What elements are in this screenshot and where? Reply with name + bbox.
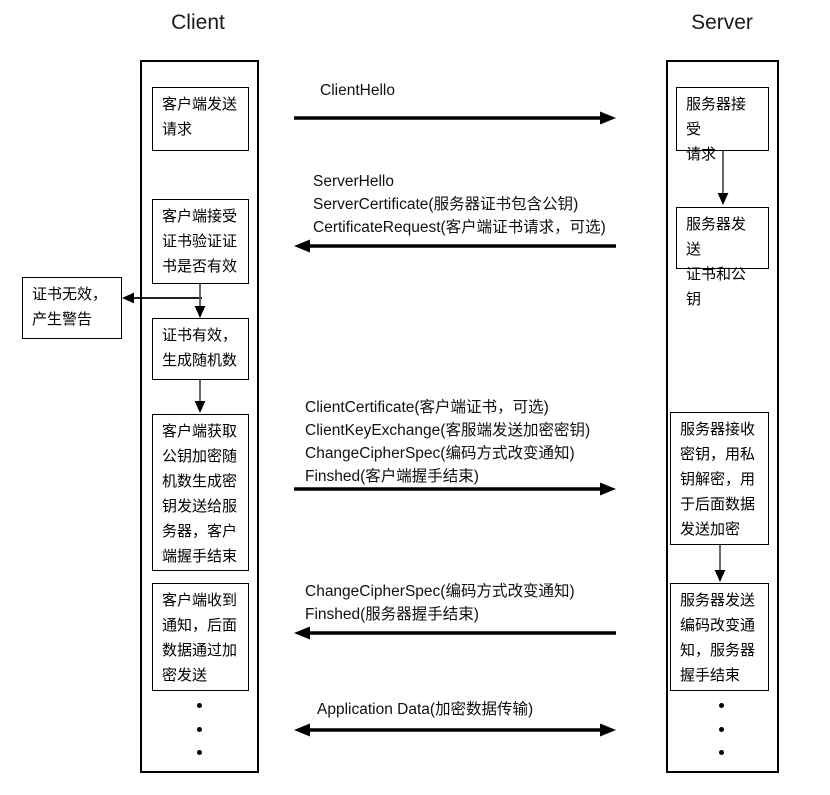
client-box-send-request: 客户端发送 请求 — [152, 87, 249, 151]
message-arrow-server-hello — [292, 238, 618, 254]
client-box-key-exchange: 客户端获取 公钥加密随 机数生成密 钥发送给服 务器，客户 端握手结束 — [152, 414, 249, 571]
message-arrow-client-key-exchange — [292, 481, 618, 497]
client-box-cert-valid: 证书有效， 生成随机数 — [152, 318, 249, 380]
server-box-send-changecipher: 服务器发送 编码改变通 知，服务器 握手结束 — [670, 583, 769, 691]
client-column-title: Client — [171, 11, 225, 34]
client-box-verify-cert: 客户端接受 证书验证证 书是否有效 — [152, 199, 249, 284]
message-label-server-changecipher: ChangeCipherSpec(编码方式改变通知) Finshed(服务器握手… — [305, 583, 575, 623]
message-arrow-application-data — [292, 722, 618, 738]
message-label-client-key-exchange: ClientCertificate(客户端证书，可选) ClientKeyExc… — [305, 399, 591, 485]
arrow-client-valid-to-keyexchange — [192, 380, 208, 415]
client-continuation-dots — [188, 703, 210, 755]
dot-1 — [196, 703, 202, 708]
message-label-server-hello: ServerHello ServerCertificate(服务器证书包含公钥)… — [313, 173, 606, 236]
dot-2 — [196, 726, 202, 732]
message-label-application-data: Application Data(加密数据传输) — [317, 701, 534, 718]
message-label-client-hello: ClientHello — [320, 82, 395, 99]
message-arrow-client-hello — [292, 110, 618, 126]
arrow-server-accept-to-send-cert — [715, 151, 731, 207]
server-box-send-cert: 服务器发送 证书和公钥 — [676, 207, 769, 308]
dot-3 — [196, 750, 202, 755]
server-box-receive-key: 服务器接收 密钥，用私 钥解密，用 于后面数据 发送加密 — [670, 412, 769, 545]
message-arrow-server-changecipher — [292, 625, 618, 641]
server-column-title: Server — [691, 11, 753, 34]
arrow-server-receivekey-to-changecipher — [712, 545, 728, 584]
arrow-to-cert-invalid — [118, 289, 204, 307]
server-continuation-dots — [710, 703, 732, 755]
client-box-received-notice: 客户端收到 通知，后面 数据通过加 密发送 — [152, 583, 249, 691]
dot-3 — [718, 750, 724, 755]
cert-invalid-warning-box: 证书无效， 产生警告 — [22, 277, 122, 339]
arrow-client-verify-to-valid — [192, 284, 208, 320]
dot-1 — [718, 703, 724, 708]
dot-2 — [718, 726, 724, 732]
server-box-accept-request: 服务器接受 请求 — [676, 87, 769, 163]
